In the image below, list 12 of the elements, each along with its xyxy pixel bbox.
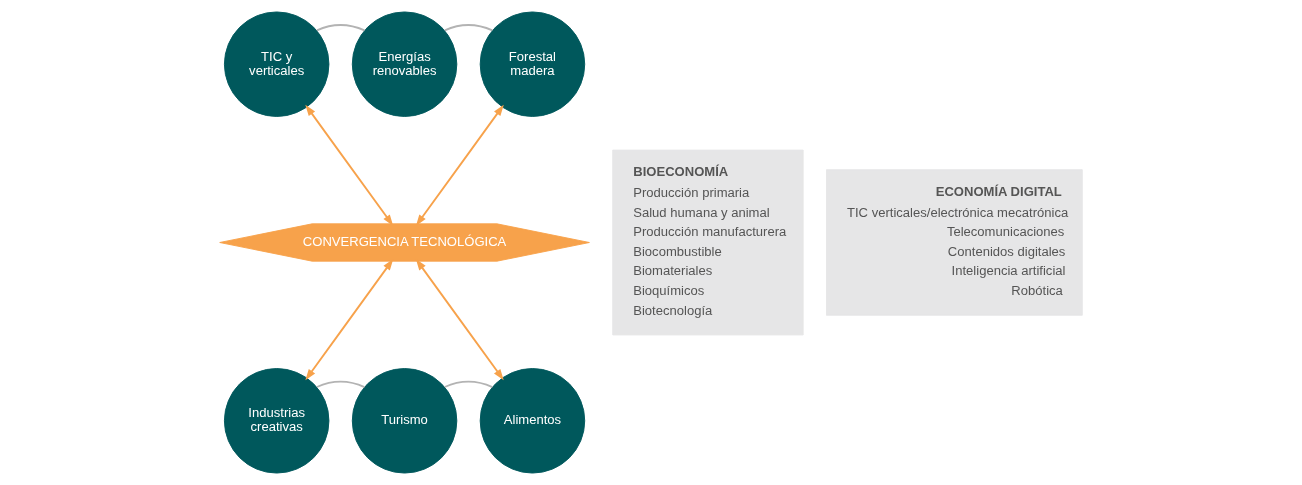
connector xyxy=(315,24,366,32)
node-box: BIOECONOMÍA Producción primaria Salud humana y animal Producción manufacturera Biocombustible Biomateriales Bioquímicos Biotecnología xyxy=(612,149,804,336)
node-circle: Turismo xyxy=(351,368,458,474)
connector xyxy=(443,24,494,32)
connector xyxy=(443,380,494,388)
node-circle: Energías renovables xyxy=(351,11,458,117)
arrow xyxy=(415,259,504,381)
arrow xyxy=(415,104,504,226)
node-box: ECONOMÍA DIGITAL TIC verticales/electrónica mecatrónica Telecomunicaciones Contenidos digitales Inteligencia artificial Robótica xyxy=(826,169,1083,316)
connector xyxy=(315,380,366,388)
arrow xyxy=(305,259,394,381)
arrow xyxy=(305,104,394,226)
